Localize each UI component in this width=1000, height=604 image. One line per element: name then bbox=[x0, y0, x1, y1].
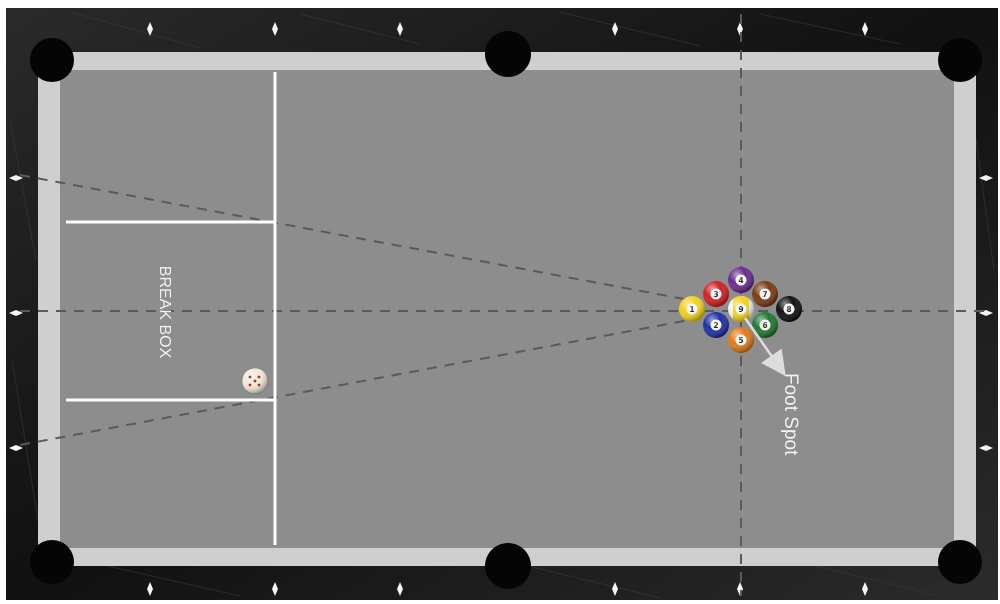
foot-spot-label: Foot Spot bbox=[780, 373, 801, 456]
ball-3: 3 bbox=[703, 281, 729, 307]
break-box-label: BREAK BOX bbox=[156, 266, 173, 359]
ball-8: 8 bbox=[776, 296, 802, 322]
ball-7: 7 bbox=[752, 281, 778, 307]
ball-4: 4 bbox=[728, 267, 754, 293]
pocket-bottom-left bbox=[30, 540, 74, 584]
pocket-top-left bbox=[30, 38, 74, 82]
pocket-bottom-right bbox=[938, 540, 982, 584]
pocket-top-right bbox=[938, 38, 982, 82]
ball-2: 2 bbox=[703, 312, 729, 338]
ball-1: 1 bbox=[679, 296, 705, 322]
ball-5: 5 bbox=[728, 327, 754, 353]
pocket-top-middle bbox=[485, 31, 531, 77]
pocket-bottom-middle bbox=[485, 543, 531, 589]
ball-9: 9 bbox=[728, 296, 754, 322]
table-felt bbox=[60, 70, 954, 548]
cue-ball bbox=[242, 368, 268, 394]
